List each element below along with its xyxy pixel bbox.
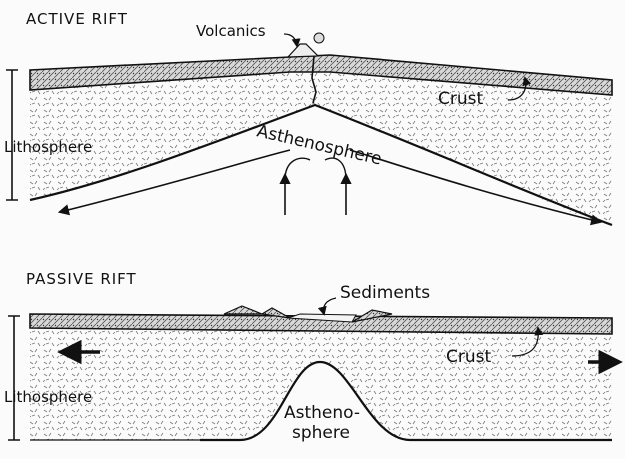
flow-arrow-right <box>349 149 603 226</box>
volcanics-leader <box>283 33 301 48</box>
active-crust-leader <box>507 76 532 101</box>
active-rift-panel: ACTIVE RIFT Volcanics Crust Lithosphere … <box>4 10 613 227</box>
active-crust-label: Crust <box>438 89 483 109</box>
sediments-label: Sediments <box>340 283 430 303</box>
fault-block-right <box>351 309 393 323</box>
fault-block-left <box>223 305 263 315</box>
passive-lithosphere-bracket <box>8 315 20 441</box>
active-asthenosphere-label: Asthenosphere <box>255 121 384 169</box>
flow-arrow-left <box>57 149 291 216</box>
sediments-fill <box>287 313 357 323</box>
active-rift-title: ACTIVE RIFT <box>26 10 128 28</box>
volcanics-label: Volcanics <box>196 22 266 40</box>
passive-rift-title: PASSIVE RIFT <box>26 270 137 288</box>
active-lithosphere-label: Lithosphere <box>4 138 92 156</box>
volcanics-cone <box>286 43 320 58</box>
passive-asthenosphere-dome <box>200 360 612 442</box>
active-lithosphere-bracket <box>6 69 18 201</box>
active-asthenosphere-boundary <box>29 103 613 227</box>
passive-lithosphere-label: Lithosphere <box>4 388 92 406</box>
magma-conduit <box>311 55 317 104</box>
passive-lithosphere-body <box>30 328 612 440</box>
passive-crust-leader <box>511 326 544 357</box>
passive-asthenosphere-label-line1: Astheno- <box>284 403 360 423</box>
passive-rift-panel: PASSIVE RIFT Sediments Crust Lithosphere… <box>4 270 623 443</box>
sediments-leader <box>317 297 337 316</box>
upwelling-hook-right <box>324 157 347 181</box>
active-lithosphere-body <box>30 70 612 225</box>
passive-crust-label: Crust <box>446 347 491 367</box>
passive-asthenosphere-label-line2: sphere <box>292 423 350 443</box>
fault-block-mid <box>260 307 291 319</box>
passive-crust-layer <box>29 313 613 335</box>
upwelling-hook-left <box>284 157 311 181</box>
volcanic-plume <box>313 32 325 44</box>
